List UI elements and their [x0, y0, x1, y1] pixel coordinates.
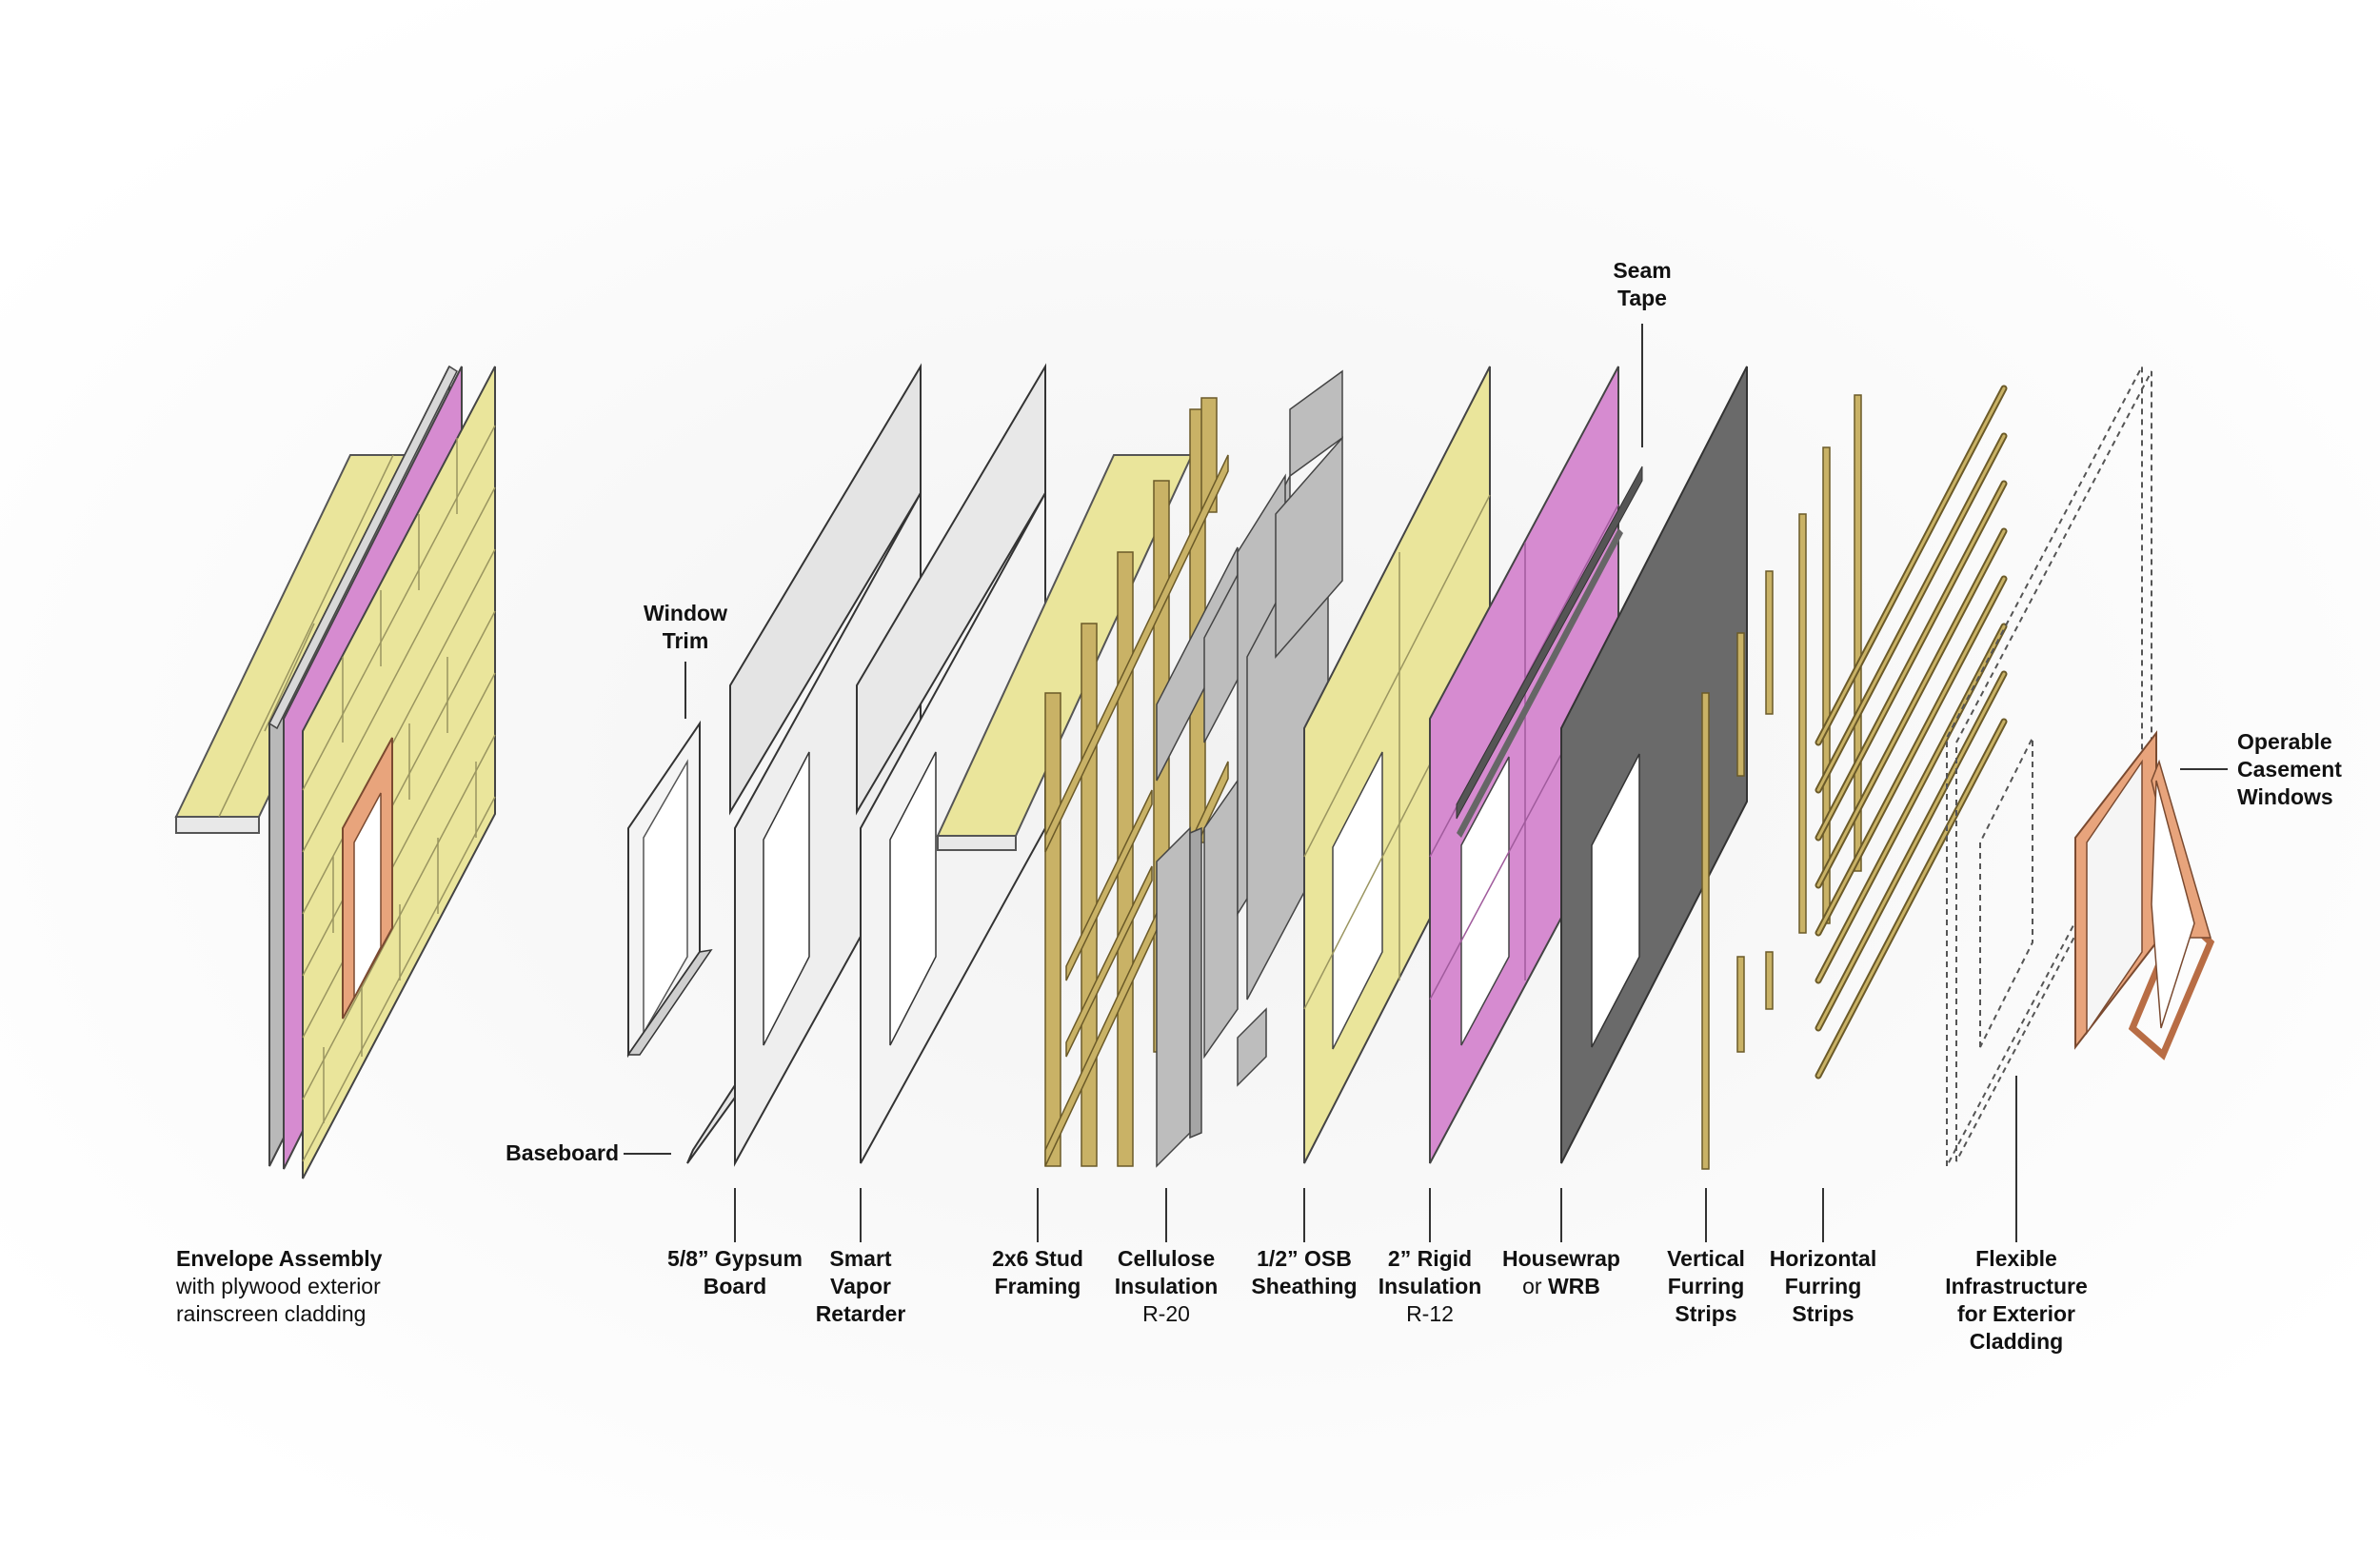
window-trim-illustration: [626, 720, 713, 1059]
envelope-sub1: with plywood exterior: [176, 1274, 381, 1298]
housewrap-label: Housewrap or WRB: [1499, 1245, 1623, 1300]
osb-sheathing-illustration: [1303, 366, 1491, 1164]
gypsum-label: 5/8” Gypsum Board: [659, 1245, 811, 1300]
operable-windows-label: Operable Casement Windows: [2237, 728, 2370, 811]
housewrap-or: or: [1522, 1274, 1548, 1298]
operable-windows-line1: Operable: [2237, 729, 2332, 754]
operable-windows-line2: Casement: [2237, 757, 2342, 782]
casement-window-illustration: [2074, 730, 2215, 1060]
cellulose-line1: Cellulose: [1117, 1246, 1216, 1271]
vapor-line2: Vapor: [830, 1274, 891, 1298]
operable-windows-line3: Windows: [2237, 784, 2333, 809]
housewrap-wrb: WRB: [1547, 1274, 1600, 1298]
vertical-furring-label: Vertical Furring Strips: [1654, 1245, 1758, 1328]
flexible-line3: for Exterior: [1957, 1301, 2075, 1326]
cellulose-line3: R-20: [1142, 1301, 1190, 1326]
gypsum-line2: Board: [703, 1274, 767, 1298]
osb-line2: Sheathing: [1251, 1274, 1358, 1298]
vapor-line1: Smart: [829, 1246, 892, 1271]
vapor-line3: Retarder: [815, 1301, 906, 1326]
flexible-line2: Infrastructure: [1945, 1274, 2088, 1298]
flexible-line4: Cladding: [1969, 1329, 2064, 1354]
vertical-line3: Strips: [1675, 1301, 1737, 1326]
cellulose-label: Cellulose Insulation R-20: [1104, 1245, 1228, 1328]
baseboard-label: Baseboard: [476, 1139, 619, 1167]
rigid-insulation-illustration: [1429, 366, 1643, 1164]
horizontal-line3: Strips: [1792, 1301, 1854, 1326]
window-trim-line2: Trim: [662, 628, 709, 653]
envelope-sub2: rainscreen cladding: [176, 1301, 367, 1326]
cellulose-line2: Insulation: [1114, 1274, 1219, 1298]
housewrap-line1: Housewrap: [1502, 1246, 1620, 1271]
housewrap-illustration: [1560, 366, 1748, 1164]
vapor-retarder-label: Smart Vapor Retarder: [809, 1245, 912, 1328]
envelope-assembly-label: Envelope Assembly with plywood exterior …: [176, 1245, 424, 1328]
vertical-line2: Furring: [1667, 1274, 1745, 1298]
flexible-line1: Flexible: [1975, 1246, 2057, 1271]
vertical-furring-illustration: [1701, 394, 1862, 1170]
seam-tape-label: Seam Tape: [1599, 257, 1685, 312]
seam-tape-line1: Seam: [1613, 258, 1672, 283]
rigid-insulation-label: 2” Rigid Insulation R-12: [1368, 1245, 1492, 1328]
horizontal-furring-label: Horizontal Furring Strips: [1761, 1245, 1885, 1328]
leader-lines: [684, 662, 2017, 1242]
cellulose-insulation-illustration: [1156, 369, 1343, 1168]
rigid-line2: Insulation: [1378, 1274, 1482, 1298]
stud-line2: Framing: [994, 1274, 1081, 1298]
rigid-line1: 2” Rigid: [1387, 1246, 1473, 1271]
osb-label: 1/2” OSB Sheathing: [1238, 1245, 1371, 1300]
window-trim-line1: Window: [644, 601, 727, 625]
seam-tape-line2: Tape: [1617, 286, 1667, 310]
rigid-line3: R-12: [1406, 1301, 1454, 1326]
horizontal-line2: Furring: [1784, 1274, 1862, 1298]
window-trim-label: Window Trim: [628, 600, 743, 655]
envelope-title: Envelope Assembly: [176, 1246, 383, 1271]
housewrap-line2: or WRB: [1499, 1273, 1623, 1300]
vertical-line1: Vertical: [1667, 1246, 1745, 1271]
gypsum-line1: 5/8” Gypsum: [667, 1246, 803, 1271]
stud-line1: 2x6 Stud: [992, 1246, 1083, 1271]
stud-framing-label: 2x6 Stud Framing: [971, 1245, 1104, 1300]
flexible-infrastructure-label: Flexible Infrastructure for Exterior Cla…: [1935, 1245, 2097, 1356]
horizontal-line1: Horizontal: [1769, 1246, 1877, 1271]
baseboard-text: Baseboard: [506, 1140, 619, 1165]
envelope-assembly-illustration: [174, 365, 496, 1179]
osb-line1: 1/2” OSB: [1257, 1246, 1352, 1271]
